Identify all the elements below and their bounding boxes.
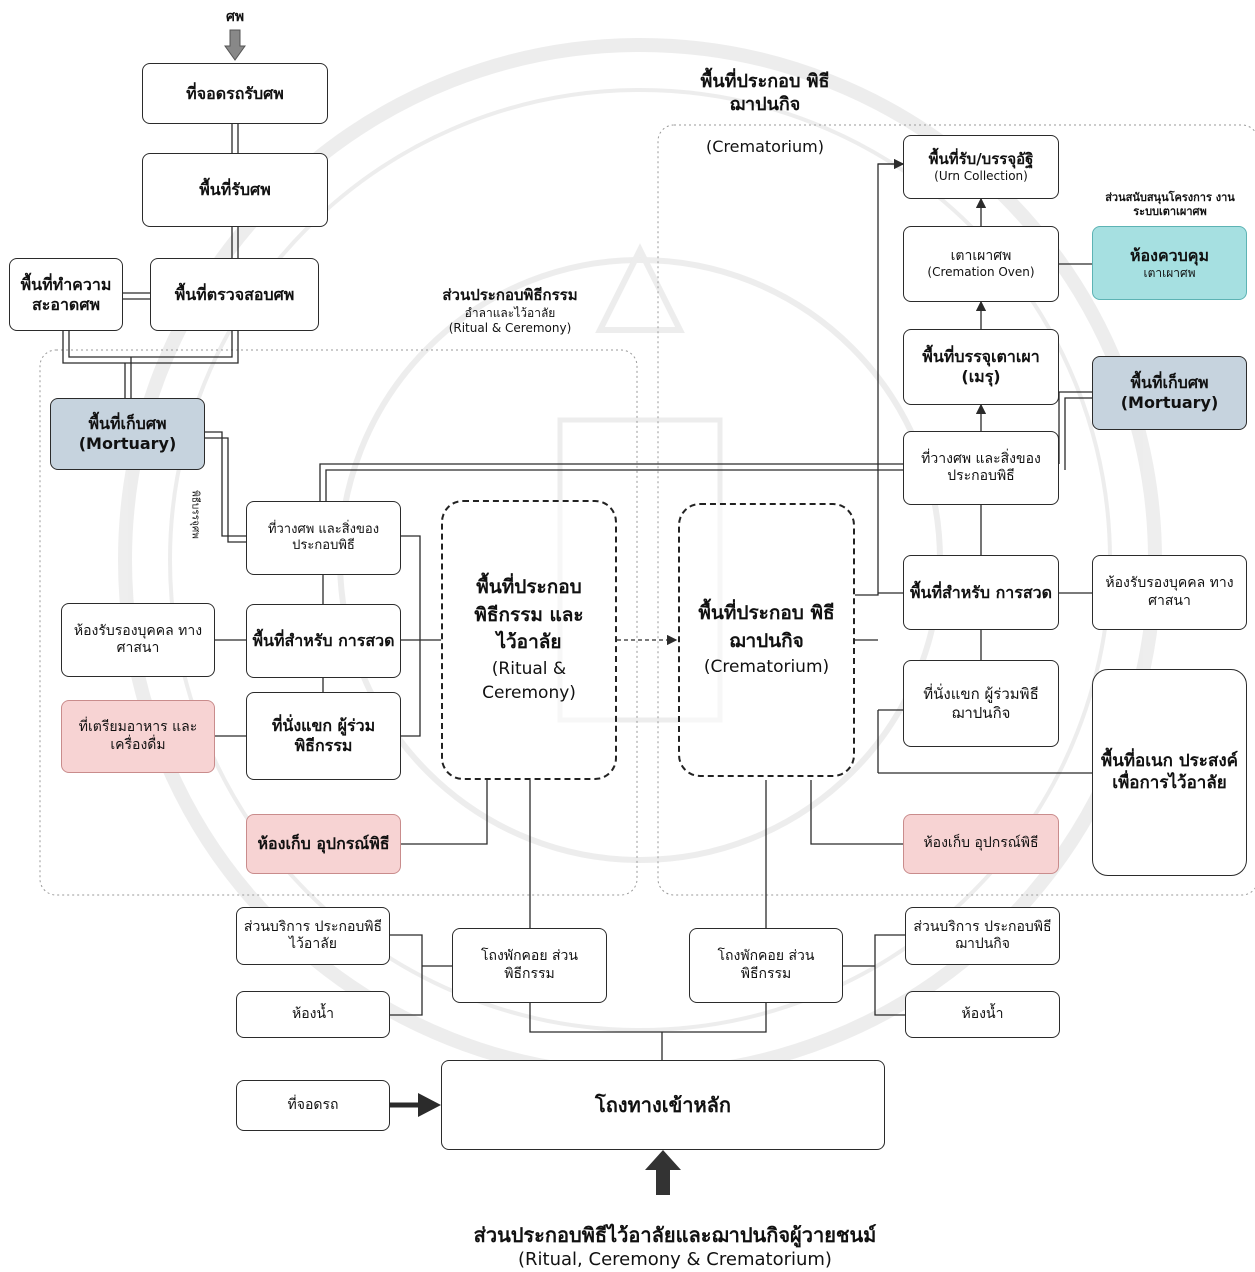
- ritual-core-box: พื้นที่ประกอบ พิธีกรรม และไว้อาลัย (Ritu…: [441, 500, 617, 780]
- inspection-area-box: พื้นที่ตรวจสอบศพ: [150, 258, 319, 331]
- ritual-zone-heading: ส่วนประกอบพิธีกรรม อำลาและไว้อาลัย (Ritu…: [405, 286, 615, 337]
- diagram-caption: ส่วนประกอบพิธีไว้อาลัยและฌาปนกิจผู้วายชน…: [473, 1223, 877, 1247]
- ritual-heading-th: ส่วนประกอบพิธีกรรม: [442, 286, 578, 304]
- control-room-box: ห้องควบคุม เตาเผาศพ: [1092, 226, 1247, 300]
- mortuary-right-box: พื้นที่เก็บศพ (Mortuary): [1092, 356, 1247, 430]
- mortuary-right-en: (Mortuary): [1120, 393, 1219, 412]
- parking-box: ที่จอดรถ: [236, 1080, 390, 1131]
- cremation-oven-box: เตาเผาศพ (Cremation Oven): [903, 226, 1059, 302]
- coffin-path-note: พิธีบรรจุศพ: [189, 490, 201, 539]
- diagram-caption-en: (Ritual, Ceremony & Crematorium): [518, 1249, 832, 1270]
- receive-area-box: พื้นที่รับศพ: [142, 153, 328, 227]
- main-entrance-hall-box: โถงทางเข้าหลัก: [441, 1060, 885, 1150]
- mortuary-right-title: พื้นที่เก็บศพ: [1130, 373, 1209, 392]
- corpse-input-label: ศพ: [225, 9, 245, 25]
- support-note: ส่วนสนับสนุนโครงการ งานระบบเตาเผาศพ: [1105, 191, 1235, 219]
- input-arrow: [224, 29, 246, 61]
- waiting-hall-left-box: โถงพักคอย ส่วนพิธีกรรม: [452, 928, 607, 1003]
- crematorium-core-title: พื้นที่ประกอบ พิธีฌาปนกิจ: [698, 602, 835, 652]
- religious-reception-left-box: ห้องรับรองบุคคล ทางศาสนา: [61, 603, 215, 677]
- waiting-hall-right-box: โถงพักคอย ส่วนพิธีกรรม: [689, 928, 843, 1003]
- car-park-receive-box: ที่จอดรถรับศพ: [142, 63, 328, 124]
- equipment-storage-right-box: ห้องเก็บ อุปกรณ์พิธี: [903, 814, 1059, 874]
- parking-arrow: [390, 1093, 441, 1117]
- crematorium-core-en: (Crematorium): [703, 657, 830, 678]
- multipurpose-box: พื้นที่อเนก ประสงค์ เพื่อการไว้อาลัย: [1092, 669, 1247, 876]
- coffin-place-right-box: ที่วางศพ และสิ่งของ ประกอบพิธี: [903, 431, 1059, 505]
- urn-collection-box: พื้นที่รับ/บรรจุอัฐิ (Urn Collection): [903, 135, 1059, 199]
- service-left-box: ส่วนบริการ ประกอบพิธีไว้อาลัย: [236, 907, 390, 965]
- control-title: ห้องควบคุม: [1129, 245, 1210, 265]
- urn-en: (Urn Collection): [934, 168, 1028, 183]
- ritual-zone-outline: [39, 349, 638, 896]
- oven-title: เตาเผาศพ: [950, 247, 1012, 264]
- mortuary-left-en: (Mortuary): [78, 434, 177, 453]
- oven-en: (Cremation Oven): [927, 265, 1035, 280]
- urn-title: พื้นที่รับ/บรรจุอัฐิ: [928, 150, 1034, 169]
- mortuary-left-box: พื้นที่เก็บศพ (Mortuary): [50, 398, 205, 470]
- religious-reception-right-box: ห้องรับรองบุคคล ทางศาสนา: [1092, 555, 1247, 630]
- cleaning-area-box: พื้นที่ทำความ สะอาดศพ: [9, 258, 123, 331]
- service-right-box: ส่วนบริการ ประกอบพิธีฌาปนกิจ: [905, 907, 1060, 965]
- meru-box: พื้นที่บรรจุเตาเผา (เมรุ): [903, 329, 1059, 405]
- prayer-area-left-box: พื้นที่สำหรับ การสวด: [246, 604, 401, 678]
- food-prep-box: ที่เตรียมอาหาร และเครื่องดื่ม: [61, 700, 215, 773]
- crematorium-core-box: พื้นที่ประกอบ พิธีฌาปนกิจ (Crematorium): [678, 503, 855, 777]
- cremation-zone-heading-en: (Crematorium): [706, 137, 824, 156]
- ritual-core-title: พื้นที่ประกอบ พิธีกรรม และไว้อาลัย: [474, 576, 584, 654]
- ritual-heading-sub: อำลาและไว้อาลัย: [464, 305, 556, 320]
- prayer-area-right-box: พื้นที่สำหรับ การสวด: [903, 555, 1059, 630]
- ritual-heading-en: (Ritual & Ceremony): [448, 321, 572, 336]
- control-sub: เตาเผาศพ: [1143, 265, 1196, 280]
- cremation-zone-heading: พื้นที่ประกอบ พิธีฌาปนกิจ: [700, 71, 830, 116]
- ritual-core-en: (Ritual & Ceremony): [482, 658, 576, 704]
- entry-arrow: [645, 1150, 681, 1195]
- guest-seating-left-box: ที่นั่งแขก ผู้ร่วมพิธีกรรม: [246, 692, 401, 780]
- equipment-storage-left-box: ห้องเก็บ อุปกรณ์พิธี: [246, 814, 401, 874]
- toilet-right-box: ห้องน้ำ: [905, 991, 1060, 1038]
- mortuary-left-title: พื้นที่เก็บศพ: [88, 414, 167, 433]
- toilet-left-box: ห้องน้ำ: [236, 991, 390, 1038]
- coffin-place-left-box: ที่วางศพ และสิ่งของประกอบพิธี: [246, 501, 401, 575]
- guest-seating-right-box: ที่นั่งแขก ผู้ร่วมพิธีฌาปนกิจ: [903, 660, 1059, 747]
